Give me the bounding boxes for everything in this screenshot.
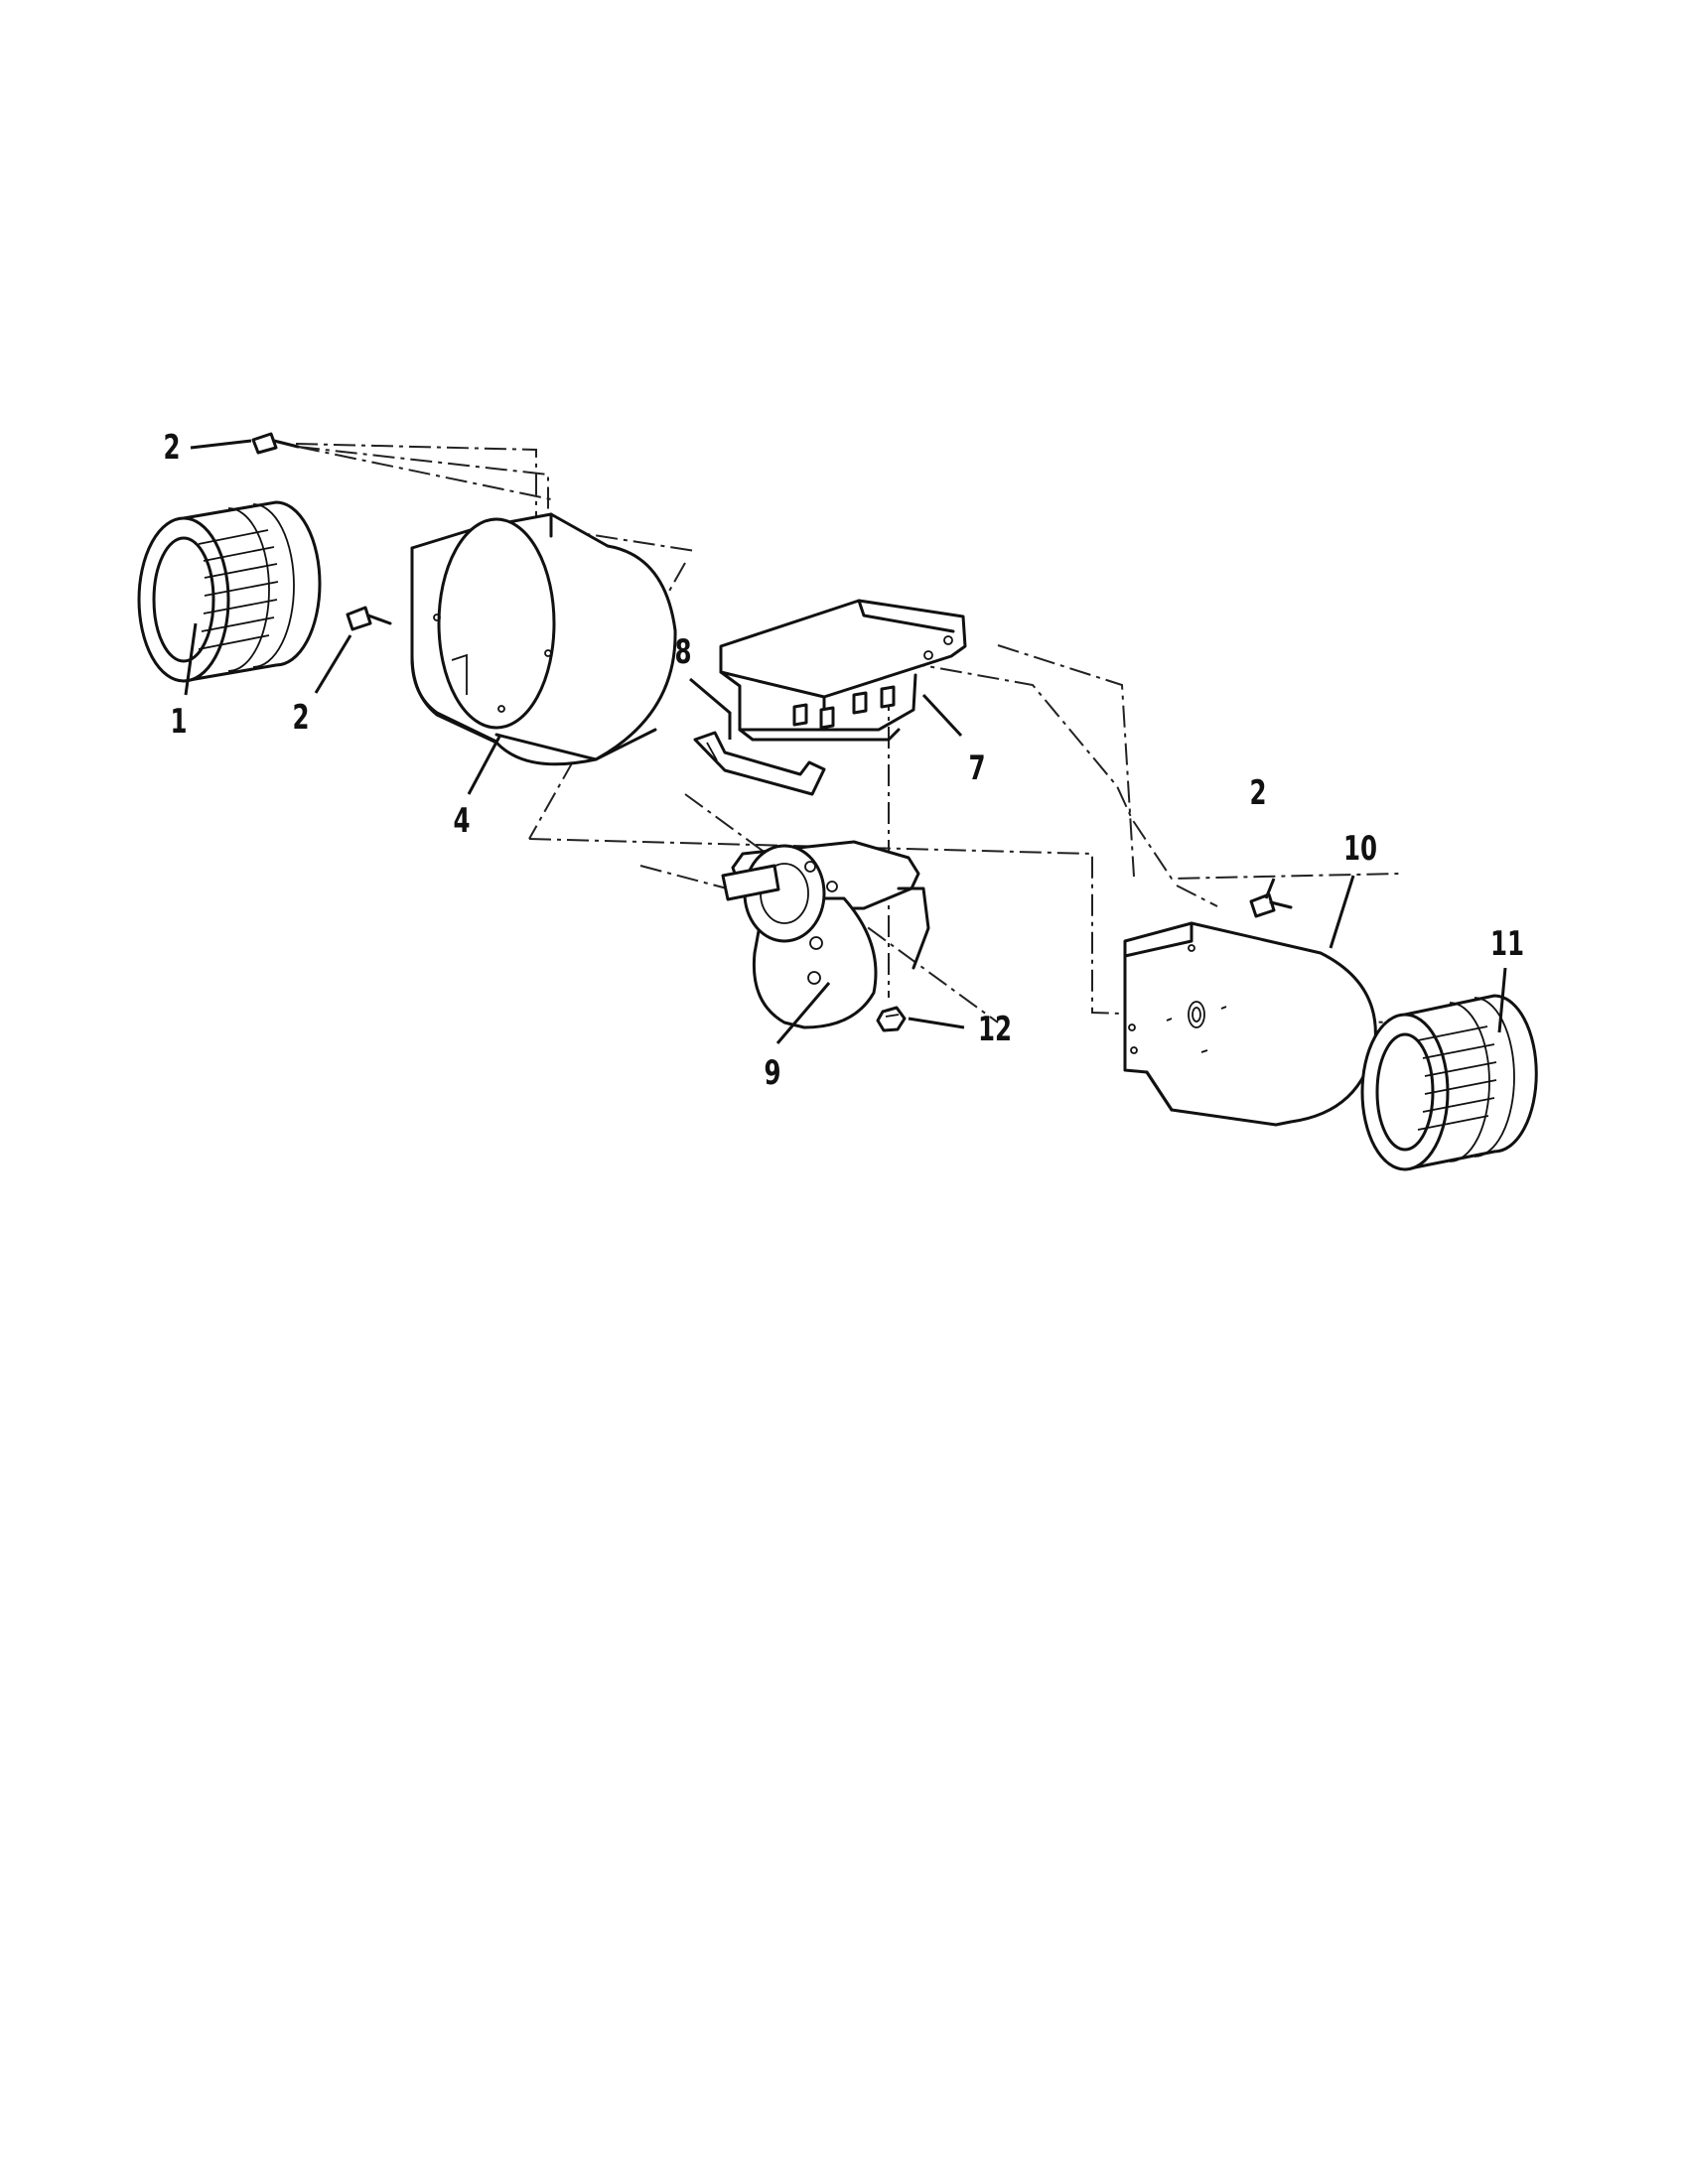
blower-wheel-right <box>1360 994 1538 1171</box>
callout-2-top: 2 <box>163 428 180 467</box>
callout-1: 1 <box>170 702 187 741</box>
callout-11: 11 <box>1490 924 1524 963</box>
blower-housing-right <box>1123 921 1377 1127</box>
callout-12: 12 <box>978 1010 1012 1048</box>
blower-housing-left <box>410 512 677 766</box>
callout-8: 8 <box>674 632 691 671</box>
blower-motor <box>721 840 930 1029</box>
screw-top <box>251 432 300 455</box>
mounting-bracket <box>719 599 967 742</box>
callout-7: 7 <box>968 749 985 787</box>
screw-middle <box>346 606 392 631</box>
callout-9: 9 <box>764 1053 780 1092</box>
callout-4: 4 <box>453 801 470 840</box>
motor-strap <box>693 731 826 796</box>
hex-nut <box>876 1006 907 1032</box>
callout-10: 10 <box>1343 829 1377 868</box>
blower-wheel-left <box>137 500 322 683</box>
callout-2-right: 2 <box>1249 773 1266 812</box>
screw-right <box>1249 892 1293 918</box>
callout-2-middle: 2 <box>292 698 309 737</box>
leader-lines <box>184 439 1507 1044</box>
